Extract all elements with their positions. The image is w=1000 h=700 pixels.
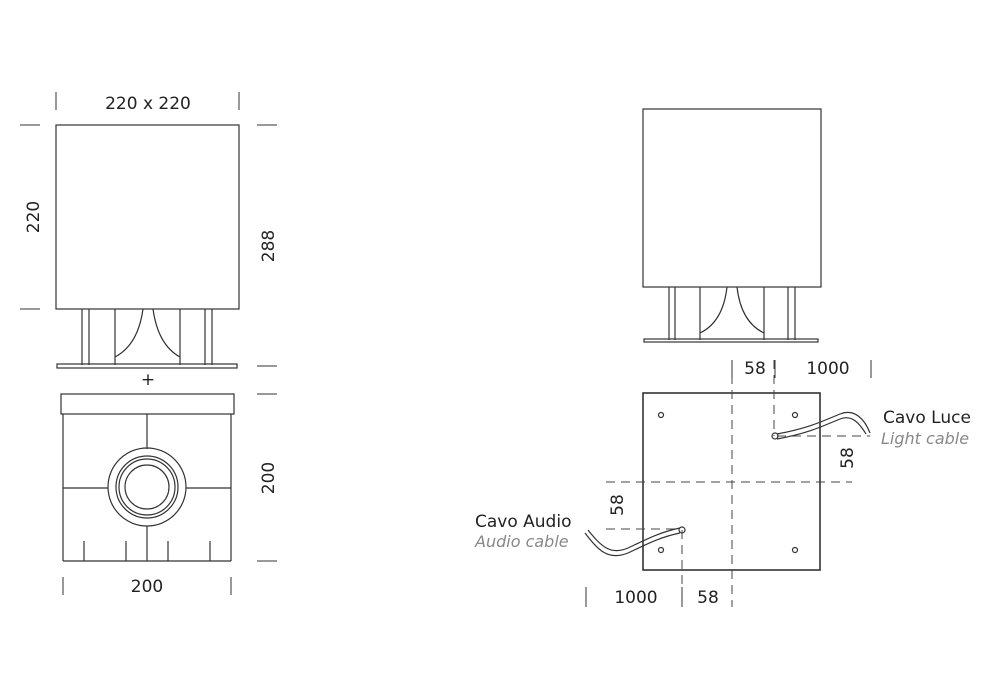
screw-hole <box>657 411 665 419</box>
screw-hole <box>791 411 799 419</box>
lampshade <box>55 124 240 310</box>
width-dimension-label: 220 x 220 <box>105 94 191 114</box>
bottom-offset-label: 58 <box>697 588 719 608</box>
join-symbol: + <box>141 370 155 390</box>
total-height-label: 288 <box>259 230 279 262</box>
audio-cable-label-it: Cavo Audio <box>475 512 571 532</box>
shade-height-label: 220 <box>24 201 44 233</box>
screw-hole <box>791 546 799 554</box>
light-cable <box>771 411 871 440</box>
light-cable-label-it: Cavo Luce <box>883 408 971 428</box>
front-elevation-left: 220 x 220 220 288 + <box>20 92 279 390</box>
plan-view: 58 1000 58 58 1000 58 Cavo Luce Light ca… <box>474 359 971 608</box>
screw-hole <box>657 546 665 554</box>
speaker-driver <box>107 447 187 527</box>
speaker-base-view: 200 200 <box>60 393 279 597</box>
audio-cable-label-en: Audio cable <box>474 532 569 551</box>
lampshade <box>642 108 822 288</box>
light-cable-label-en: Light cable <box>881 429 969 448</box>
bottom-length-label: 1000 <box>614 588 657 608</box>
top-length-label: 1000 <box>806 359 849 379</box>
audio-cable <box>584 526 686 557</box>
base-lid <box>60 393 235 415</box>
base-width-label: 200 <box>131 577 163 597</box>
right-offset-label: 58 <box>838 447 858 469</box>
left-offset-label: 58 <box>608 494 628 516</box>
base-plate <box>56 363 238 369</box>
top-offset-label: 58 <box>744 359 766 379</box>
stand-legs <box>81 308 213 365</box>
front-elevation-right <box>642 108 822 343</box>
base-plate <box>643 338 819 343</box>
base-height-label: 200 <box>259 462 279 494</box>
